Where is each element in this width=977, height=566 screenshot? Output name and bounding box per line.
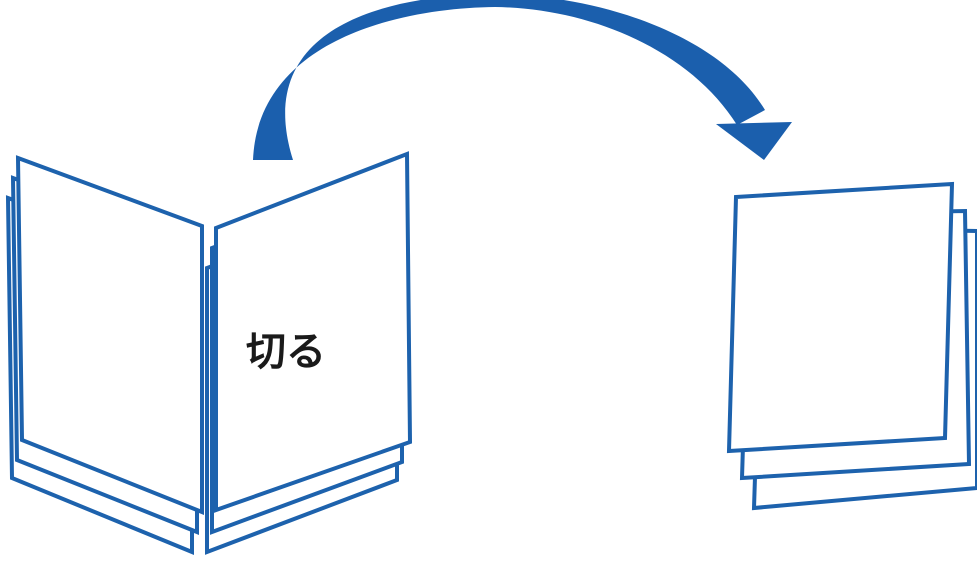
open-booklet: 切る bbox=[5, 151, 413, 555]
curved-arrow-icon bbox=[253, 0, 792, 160]
arrow-head-icon bbox=[716, 122, 792, 160]
cut-label: 切る bbox=[246, 329, 326, 375]
booklet-right-page-stack bbox=[205, 151, 413, 555]
cut-sheet-stack bbox=[726, 181, 977, 511]
booklet-left-page bbox=[15, 155, 204, 515]
cut-sheet-1 bbox=[726, 181, 955, 454]
booklet-right-page bbox=[214, 151, 413, 513]
booklet-left-page-stack bbox=[5, 155, 204, 555]
arrow-shaft bbox=[253, 0, 765, 160]
